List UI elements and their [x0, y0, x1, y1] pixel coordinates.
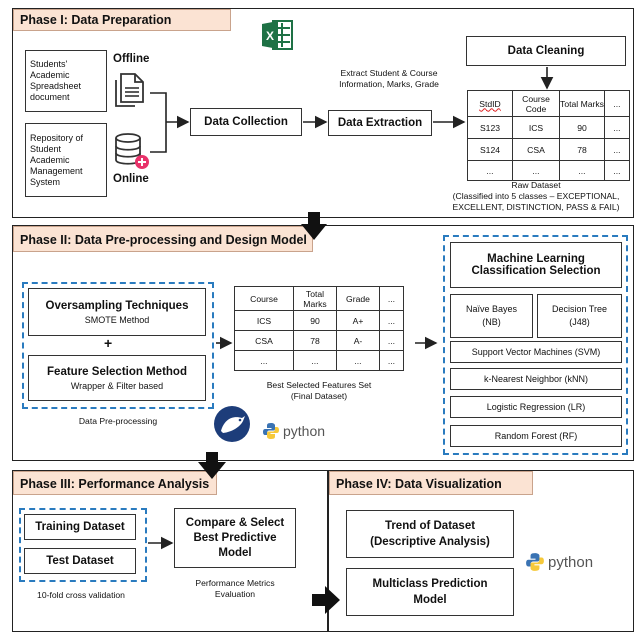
feature-selection-box: Feature Selection Method Wrapper & Filte… [28, 355, 206, 401]
raw-caption-line2: (Classified into 5 classes – EXCEPTIONAL… [452, 191, 620, 201]
test-dataset-box: Test Dataset [24, 548, 136, 574]
ml-classification-box: Machine Learning Classification Selectio… [450, 242, 622, 288]
naive-bayes-box: Naïve Bayes (NB) [450, 294, 533, 338]
weka-bird-icon [212, 405, 252, 443]
source-bracket [150, 92, 167, 153]
python-logo-phase4: python [525, 552, 593, 572]
metrics-caption-line1: Performance Metrics [195, 578, 275, 588]
raw-dataset-cell: ... [604, 160, 630, 181]
raw-dataset-cell: Total Marks [559, 90, 605, 117]
oversampling-label: Oversampling Techniques [45, 299, 189, 312]
database-icon [112, 132, 150, 172]
svm-box: Support Vector Machines (SVM) [450, 341, 622, 363]
features-cell: Course [234, 286, 294, 311]
multiclass-model-box: Multiclass Prediction Model [346, 568, 514, 616]
feature-selection-label: Feature Selection Method [47, 365, 187, 378]
python-wordmark: python [548, 553, 594, 571]
features-cell: Total Marks [293, 286, 337, 311]
trend-dataset-box: Trend of Dataset (Descriptive Analysis) [346, 510, 514, 558]
random-forest-box: Random Forest (RF) [450, 425, 622, 447]
features-cell: ... [379, 350, 404, 371]
python-logo-phase2: python [262, 422, 325, 440]
raw-dataset-caption: Raw Dataset (Classified into 5 classes –… [436, 180, 636, 213]
cross-validation-caption: 10-fold cross validation [37, 590, 125, 600]
preprocessing-caption: Data Pre-processing [78, 416, 158, 426]
extract-note: Extract Student & Course Information, Ma… [339, 68, 439, 89]
ml-dashed-group [443, 235, 628, 455]
block-arrow-phase2-to-3 [198, 452, 226, 479]
metrics-caption-line2: Evaluation [214, 589, 256, 599]
phase3-panel [12, 470, 328, 632]
phase1-title: Phase I: Data Preparation [13, 9, 231, 31]
data-cleaning-box: Data Cleaning [466, 36, 626, 66]
knn-box: k-Nearest Neighbor (kNN) [450, 368, 622, 390]
training-dataset-box: Training Dataset [24, 514, 136, 540]
raw-caption-line1: Raw Dataset [511, 180, 561, 190]
block-arrow-phase1-to-2 [301, 212, 327, 240]
phase4-title: Phase IV: Data Visualization [329, 471, 533, 495]
raw-dataset-cell: StdID [467, 90, 513, 117]
compare-select-box: Compare & Select Best Predictive Model [174, 508, 296, 568]
offline-label: Offline [113, 53, 150, 65]
features-cell: Grade [336, 286, 380, 311]
python-wordmark: python [283, 423, 326, 439]
wrapper-label: Wrapper & Filter based [70, 380, 164, 391]
python-icon [526, 553, 544, 571]
phase1-panel [12, 8, 634, 218]
features-caption-line2: (Final Dataset) [290, 391, 348, 401]
features-cell: ... [293, 350, 337, 371]
raw-dataset-row: ............ [467, 160, 630, 181]
python-icon [263, 423, 279, 439]
dataset-dashed-group [19, 508, 147, 582]
repository-box: Repository of Student Academic Managemen… [25, 123, 107, 197]
features-cell: ... [379, 286, 404, 311]
excel-icon: X [260, 18, 294, 52]
raw-caption-line3: EXCELLENT, DISTINCTION, PASS & FAIL) [452, 202, 620, 212]
decision-tree-label: Decision Tree [551, 304, 608, 314]
document-icon [113, 72, 147, 108]
preprocessing-dashed-group [22, 282, 214, 409]
spreadsheet-box: Students' Academic Spreadsheet document [25, 50, 107, 112]
data-collection-box: Data Collection [190, 108, 302, 136]
decision-tree-abbr: (J48) [569, 317, 590, 327]
phase2-title: Phase II: Data Pre-processing and Design… [13, 226, 313, 252]
svg-text:X: X [266, 29, 274, 43]
features-caption-line1: Best Selected Features Set [266, 380, 372, 390]
block-arrow-phase3-to-4 [312, 586, 340, 614]
phase3-title: Phase III: Performance Analysis [13, 471, 217, 495]
naive-bayes-label: Naïve Bayes [465, 304, 518, 314]
decision-tree-box: Decision Tree (J48) [537, 294, 622, 338]
online-label: Online [113, 173, 149, 185]
features-caption: Best Selected Features Set (Final Datase… [234, 380, 404, 402]
phase4-panel [328, 470, 634, 632]
plus-sign: + [104, 335, 113, 351]
metrics-caption: Performance Metrics Evaluation [172, 578, 298, 600]
oversampling-box: Oversampling Techniques SMOTE Method [28, 288, 206, 336]
naive-bayes-abbr: (NB) [482, 317, 501, 327]
trend-label: Trend of Dataset [384, 520, 476, 532]
raw-dataset-cell: ... [559, 160, 605, 181]
features-row: ............ [234, 350, 404, 371]
logistic-regression-box: Logistic Regression (LR) [450, 396, 622, 418]
features-cell: ... [379, 310, 404, 331]
trend-sub-label: (Descriptive Analysis) [370, 536, 490, 548]
data-extraction-box: Data Extraction [328, 110, 432, 136]
smote-label: SMOTE Method [84, 314, 150, 325]
